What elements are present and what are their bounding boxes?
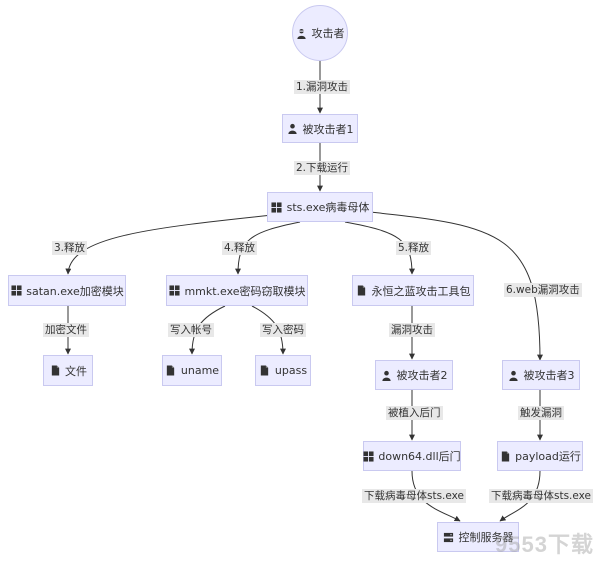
edge-label-encrypt-files: 加密文件 <box>43 323 89 337</box>
edge-label-release-4: 4.释放 <box>222 241 258 255</box>
node-victim3: 被攻击者3 <box>502 360 580 390</box>
node-label: 控制服务器 <box>458 531 514 544</box>
edge-label-web-vuln-attack: 6.web漏洞攻击 <box>504 283 582 297</box>
edge-sts-victim3 <box>369 211 543 361</box>
file-icon <box>49 365 61 377</box>
user-icon <box>381 369 393 381</box>
node-file: 文件 <box>43 355 93 386</box>
node-label: mmkt.exe密码窃取模块 <box>184 284 306 298</box>
file-icon <box>356 285 368 297</box>
node-label: 永恒之蓝攻击工具包 <box>371 284 471 298</box>
edge-label-download-sts-2: 下载病毒母体sts.exe <box>489 489 594 503</box>
node-label: payload运行 <box>515 450 581 463</box>
edge-sts-satan <box>65 213 283 275</box>
file-icon <box>165 365 177 377</box>
edge-down64-c2 <box>411 470 461 522</box>
node-c2: 控制服务器 <box>437 522 519 552</box>
server-icon <box>443 531 455 543</box>
node-label: uname <box>180 364 220 377</box>
node-mmkt: mmkt.exe密码窃取模块 <box>166 275 308 306</box>
node-sts-exe: sts.exe病毒母体 <box>267 192 373 222</box>
node-down64: down64.dll后门 <box>363 441 461 471</box>
node-label: down64.dll后门 <box>378 450 461 463</box>
node-victim1: 被攻击者1 <box>282 114 358 143</box>
windows-icon <box>10 285 22 297</box>
watermark-logo: 9553下载 <box>495 532 594 557</box>
node-label: satan.exe加密模块 <box>26 284 124 298</box>
edge-payload-c2 <box>499 470 541 522</box>
edge-label-trigger-vuln: 触发漏洞 <box>518 406 564 420</box>
node-label: 文件 <box>65 364 87 378</box>
user-secret-icon <box>296 27 308 39</box>
edge-label-release-5: 5.释放 <box>396 241 432 255</box>
edge-label-write-password: 写入密码 <box>260 323 306 337</box>
node-label: 攻击者 <box>311 27 345 40</box>
user-icon <box>287 123 299 135</box>
node-uname: uname <box>162 355 222 386</box>
edge-sts-mmkt <box>235 221 301 275</box>
edge-label-release-3: 3.释放 <box>52 241 88 255</box>
edge-label-write-account: 写入帐号 <box>168 323 214 337</box>
node-victim2: 被攻击者2 <box>375 360 453 390</box>
node-label: 被攻击者3 <box>523 369 575 382</box>
node-upass: upass <box>255 355 311 386</box>
node-satan: satan.exe加密模块 <box>8 275 126 306</box>
edge-label-backdoor-implanted: 被植入后门 <box>386 406 443 420</box>
edge-label-download-sts-1: 下载病毒母体sts.exe <box>362 489 467 503</box>
edge-label-download-run: 2.下载运行 <box>294 161 351 175</box>
edge-label-vuln-attack: 漏洞攻击 <box>389 323 435 337</box>
windows-icon <box>271 201 283 213</box>
node-label: upass <box>274 364 308 377</box>
edge-label-vuln-attack-1: 1.漏洞攻击 <box>294 80 351 94</box>
node-eternalblue: 永恒之蓝攻击工具包 <box>352 275 474 306</box>
edge-sts-eternalblue <box>344 221 415 275</box>
node-label: sts.exe病毒母体 <box>286 201 370 214</box>
node-label: 被攻击者2 <box>396 369 448 382</box>
file-icon <box>499 450 511 462</box>
file-icon <box>259 365 271 377</box>
user-icon <box>508 369 520 381</box>
node-attacker: 攻击者 <box>292 5 348 61</box>
windows-icon <box>168 285 180 297</box>
node-payload: payload运行 <box>497 441 583 471</box>
windows-icon <box>363 450 374 462</box>
node-label: 被攻击者1 <box>302 122 354 136</box>
